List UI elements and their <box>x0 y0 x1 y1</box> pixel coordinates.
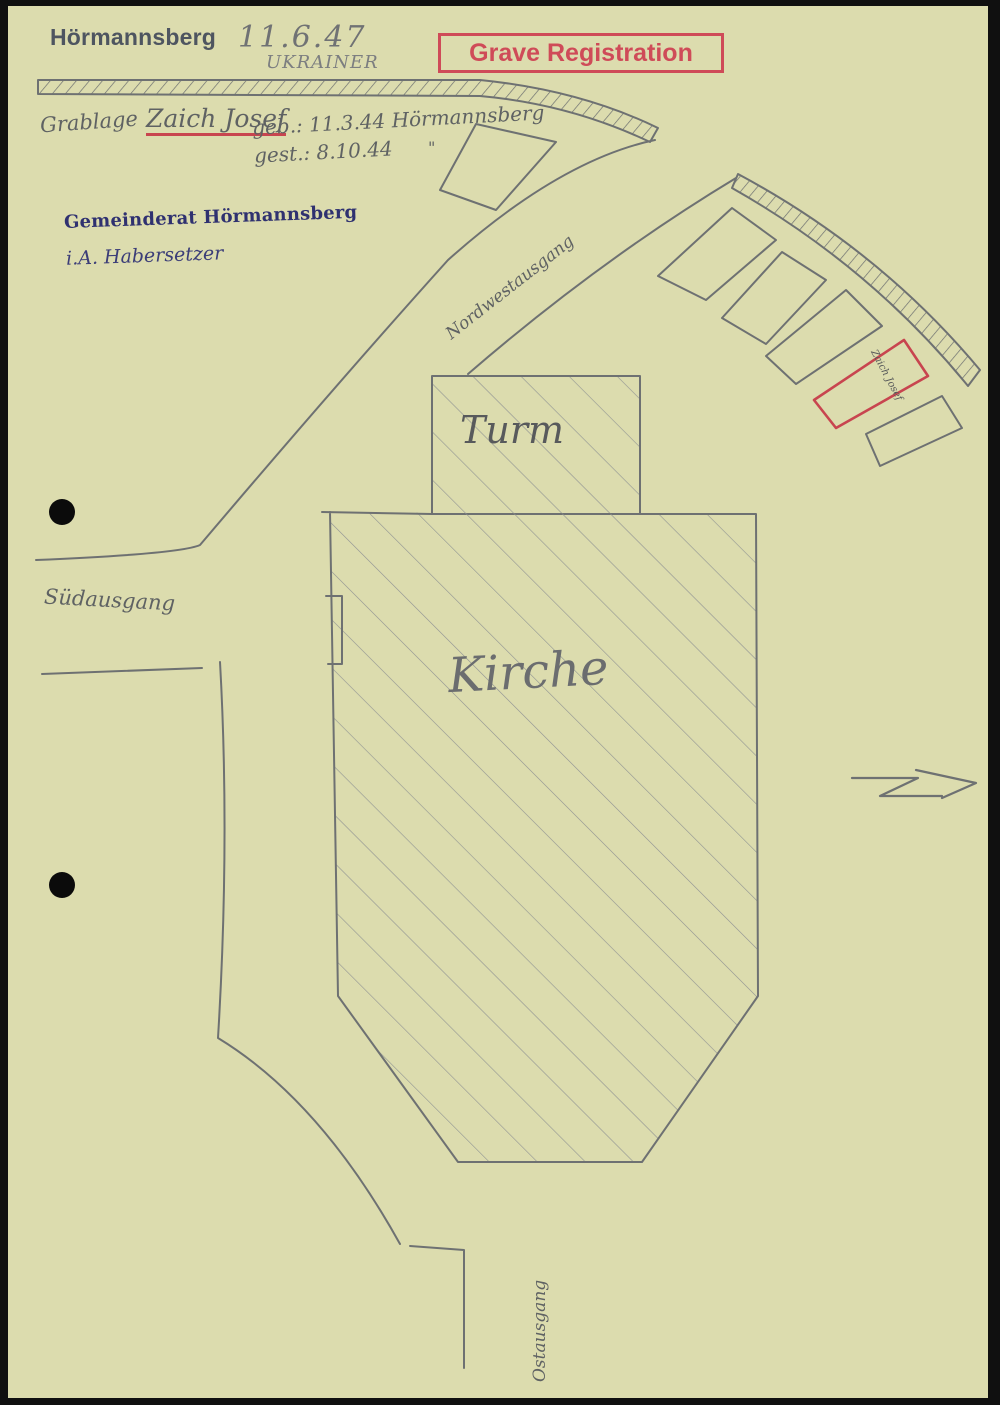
grave-plot-marked <box>812 338 930 430</box>
north-arrow <box>850 768 978 800</box>
tower-label: Turm <box>460 408 565 452</box>
date-handwritten: 11.6.47 <box>238 20 367 55</box>
grave-plot <box>765 289 883 385</box>
church-label: Kirche <box>446 639 610 705</box>
south-path-upper <box>41 667 203 675</box>
place-stamp: Hörmannsberg <box>50 24 216 50</box>
ditto-mark: " <box>428 138 436 157</box>
tower-outline <box>431 375 641 515</box>
east-wall <box>731 173 981 387</box>
grave-plot <box>439 123 557 211</box>
church-door <box>325 595 343 665</box>
deceased-name: Zaich Josef <box>146 104 287 136</box>
grave-plot <box>657 207 777 301</box>
nationality-note: UKRAINER <box>266 52 379 73</box>
punch-hole <box>49 872 75 898</box>
northwest-path-inner <box>467 177 737 375</box>
grave-registration-stamp: Grave Registration <box>438 33 724 73</box>
grave-plot <box>721 251 827 345</box>
church-outline <box>321 511 759 1163</box>
grave-plot <box>865 395 963 467</box>
east-exit-label: Ostausgang <box>530 1279 550 1382</box>
east-exit-path <box>409 1245 465 1369</box>
punch-hole <box>49 499 75 525</box>
south-path-east <box>217 661 401 1245</box>
northwest-path-outer <box>35 139 656 561</box>
